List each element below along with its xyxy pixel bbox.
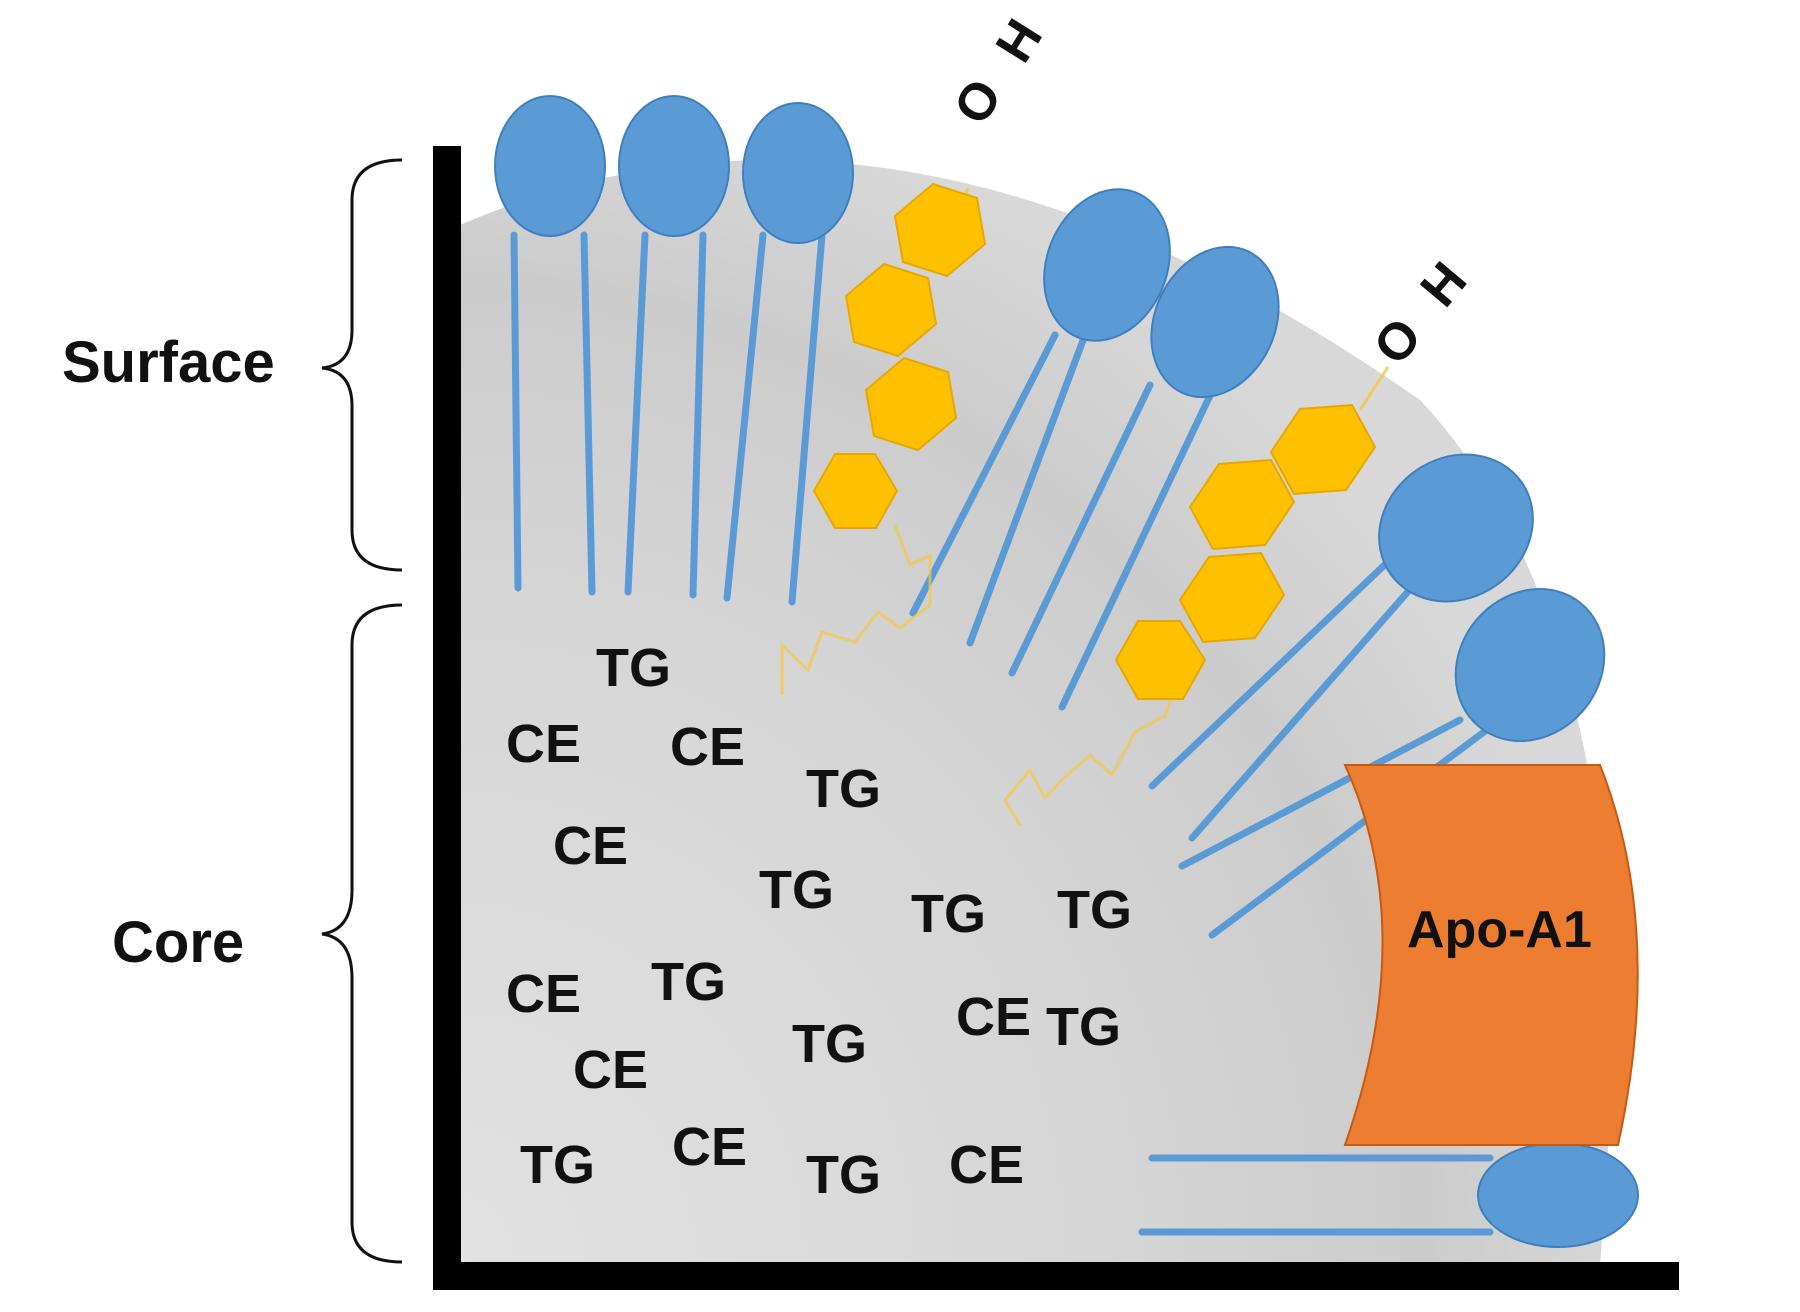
core-label: Core: [112, 910, 244, 975]
head-1: [494, 95, 606, 237]
apo-a1-protein: Apo-A1: [1343, 764, 1639, 1146]
core-molecule: TG: [1057, 880, 1132, 940]
core-molecule: CE: [956, 987, 1031, 1047]
cholesterol-1-tail: [780, 524, 932, 695]
head-8: [1477, 1142, 1639, 1248]
core-molecule: TG: [759, 860, 834, 920]
core-molecule: CE: [506, 714, 581, 774]
core-molecule: CE: [672, 1117, 747, 1177]
surface-label: Surface: [62, 330, 275, 395]
apo-a1-shape: [1343, 764, 1639, 1146]
surface-bracket: [321, 158, 403, 572]
core-molecule: TG: [806, 1145, 881, 1205]
core-molecule: CE: [506, 964, 581, 1024]
hydroxyl-1-o: O: [943, 69, 1014, 134]
cholesterol-2-tail: [1003, 675, 1180, 826]
head-5: [1150, 245, 1280, 399]
hydroxyl-2-h: H: [1410, 252, 1479, 318]
core-molecule: CE: [553, 816, 628, 876]
cholesterol-2: [1003, 366, 1390, 826]
core-molecule: TG: [651, 952, 726, 1012]
head-6: [1378, 453, 1534, 603]
hydroxyl-1-h: H: [985, 10, 1054, 73]
core-molecule: TG: [520, 1135, 595, 1195]
core-molecule: CE: [670, 717, 745, 777]
hydroxyl-group-1: O H: [943, 10, 1054, 135]
core-molecule: TG: [1046, 997, 1121, 1057]
core-molecule: TG: [792, 1014, 867, 1074]
hydroxyl-group-2: O H: [1363, 252, 1479, 376]
head-4: [1043, 188, 1171, 342]
core-molecules: TG CE CE TG CE TG TG TG CE TG CE TG CE T…: [506, 638, 1132, 1205]
hydroxyl-2-o: O: [1363, 307, 1433, 375]
apo-a1-label: Apo-A1: [1407, 901, 1592, 959]
horizontal-axis: [433, 1262, 1679, 1290]
vertical-axis: [433, 146, 461, 1279]
core-molecule: TG: [911, 884, 986, 944]
phospholipid-heads: [494, 95, 1639, 1248]
core-molecule: TG: [806, 759, 881, 819]
phospholipid-tails: [510, 231, 1504, 1236]
head-3: [742, 102, 854, 244]
cholesterol-1: [780, 182, 987, 695]
head-7: [1454, 587, 1606, 743]
core-bracket: [321, 603, 403, 1264]
core-molecule: CE: [573, 1040, 648, 1100]
core-molecule: CE: [949, 1135, 1024, 1195]
head-2: [618, 95, 730, 237]
core-molecule: TG: [596, 638, 671, 698]
